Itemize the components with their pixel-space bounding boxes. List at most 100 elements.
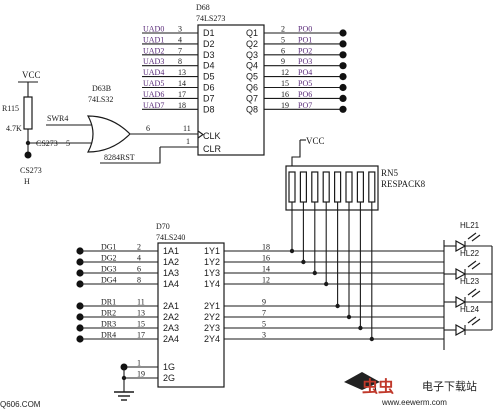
d70-a-label: 2A4 — [163, 334, 179, 344]
d68-out-pin: 2 — [281, 25, 285, 34]
pullup-junction — [312, 270, 317, 276]
d68-d-label: D2 — [203, 39, 215, 49]
r115-terminal — [24, 151, 32, 159]
rn5-resistor — [322, 171, 330, 203]
watermark-left: Q606.COM — [0, 400, 41, 409]
d68-in-pin: 7 — [178, 46, 182, 55]
d70-in-net: DG3 — [101, 265, 117, 274]
d70-in-net: DR4 — [101, 331, 116, 340]
d70-g-label: 1G — [163, 362, 175, 372]
d68-out-terminal — [339, 29, 347, 37]
d68-in-pin: 8 — [178, 57, 182, 66]
d68-q-label: Q6 — [246, 83, 258, 93]
d68-out-net: PO2 — [298, 46, 312, 55]
watermark: Q606.COM 虫虫 电子下载站 www.eewerm.com — [0, 372, 477, 409]
d70-a-label: 1A4 — [163, 279, 179, 289]
d70-in-pin: 6 — [137, 265, 141, 274]
d68-in-net: UAD0 — [143, 25, 164, 34]
d68-d-label: D8 — [203, 104, 215, 114]
pullup-wires — [289, 202, 374, 342]
d70-in-pin: 8 — [137, 276, 141, 285]
gate-in-b: CS273 — [36, 139, 58, 148]
pullup-junction — [369, 336, 374, 342]
d70-y-label: 2Y4 — [204, 334, 220, 344]
tassel-icon — [373, 379, 377, 393]
pullup-junction — [289, 248, 295, 254]
mortarboard-icon — [344, 372, 380, 390]
rn5-resistor — [334, 171, 342, 203]
d68-part: 74LS273 — [196, 14, 225, 23]
d68-in-pin: 18 — [178, 101, 186, 110]
r115-ref: R115 — [2, 104, 19, 113]
d68-out-pin: 15 — [281, 79, 289, 88]
d70-out-pin: 3 — [262, 331, 266, 340]
rn5-resistor — [288, 171, 296, 203]
d70-in-net: DR3 — [101, 320, 116, 329]
resistor-r115: VCC R115 4.7K CS273 H — [2, 70, 42, 186]
d68-out-net: PO7 — [298, 101, 312, 110]
d70-a-label: 2A2 — [163, 312, 179, 322]
d68-out-net: PO0 — [298, 25, 312, 34]
rn5-resistor — [345, 171, 353, 203]
d70-y-label: 1Y1 — [204, 246, 220, 256]
led-symbol — [455, 323, 467, 337]
d68-in-net: UAD5 — [143, 79, 164, 88]
pullup-junction — [324, 281, 329, 287]
d68-out-pin: 12 — [281, 68, 289, 77]
light-arrow-icon — [471, 234, 481, 242]
d68-out-net: PO6 — [298, 90, 312, 99]
d70-in-pin: 4 — [137, 254, 141, 263]
gate-in-a: SWR4 — [47, 114, 68, 123]
r115-net2: H — [24, 177, 30, 186]
or-gate-symbol — [86, 115, 131, 153]
d68-in-pin: 4 — [178, 35, 182, 44]
d68-ref: D68 — [196, 3, 210, 12]
r115-body — [23, 96, 33, 130]
light-arrow-icon — [467, 316, 477, 324]
light-arrow-icon — [467, 260, 477, 268]
resistor-pack-rn5: VCC RN5 RESPACK8 — [285, 136, 426, 211]
d70-y-label: 1Y4 — [204, 279, 220, 289]
d70-y-label: 2Y3 — [204, 323, 220, 333]
gate-part: 74LS32 — [88, 95, 113, 104]
d70-out-pin: 7 — [262, 309, 266, 318]
d68-out-pin: 16 — [281, 90, 289, 99]
gate-in-b-pin: 5 — [66, 139, 70, 148]
d70-y-label: 1Y2 — [204, 257, 220, 267]
d68-in-net: UAD4 — [143, 68, 164, 77]
d68-out-terminal — [339, 51, 347, 59]
rst-net-label: 8284RST — [104, 153, 135, 162]
r115-value: 4.7K — [6, 124, 22, 133]
d70-g-pin: 1 — [137, 359, 141, 368]
watermark-url: www.eewerm.com — [381, 398, 447, 407]
d70-in-pin: 15 — [137, 320, 145, 329]
d68-in-net: UAD1 — [143, 35, 164, 44]
d68-out-terminal — [339, 62, 347, 70]
d70-in-net: DR2 — [101, 309, 116, 318]
d68-out-terminal — [339, 105, 347, 113]
d68-out-terminal — [339, 83, 347, 92]
rn5-body — [285, 165, 379, 211]
d68-out-terminal — [339, 73, 347, 81]
d68-out-pin: 9 — [281, 57, 285, 66]
d68-in-net: UAD2 — [143, 46, 164, 55]
d68-out-net: PO5 — [298, 79, 312, 88]
d68-in-pin: 13 — [178, 68, 186, 77]
gate-out-pin: 6 — [146, 124, 150, 133]
d68-out-net: PO3 — [298, 57, 312, 66]
d68-q-label: Q2 — [246, 39, 258, 49]
d68-in-net: UAD7 — [143, 101, 164, 110]
d70-y-label: 1Y3 — [204, 268, 220, 278]
gate-ref: D63B — [92, 84, 111, 93]
d68-in-net: UAD3 — [143, 57, 164, 66]
d70-in-pin: 2 — [137, 243, 141, 252]
d70-a-label: 1A2 — [163, 257, 179, 267]
d70-y-label: 2Y1 — [204, 301, 220, 311]
d70-in-net: DG2 — [101, 254, 117, 263]
rn5-resistor — [368, 171, 376, 203]
rn5-resistor — [356, 171, 364, 203]
d70-out-pin: 16 — [262, 254, 270, 263]
d68-q-label: Q7 — [246, 93, 258, 103]
